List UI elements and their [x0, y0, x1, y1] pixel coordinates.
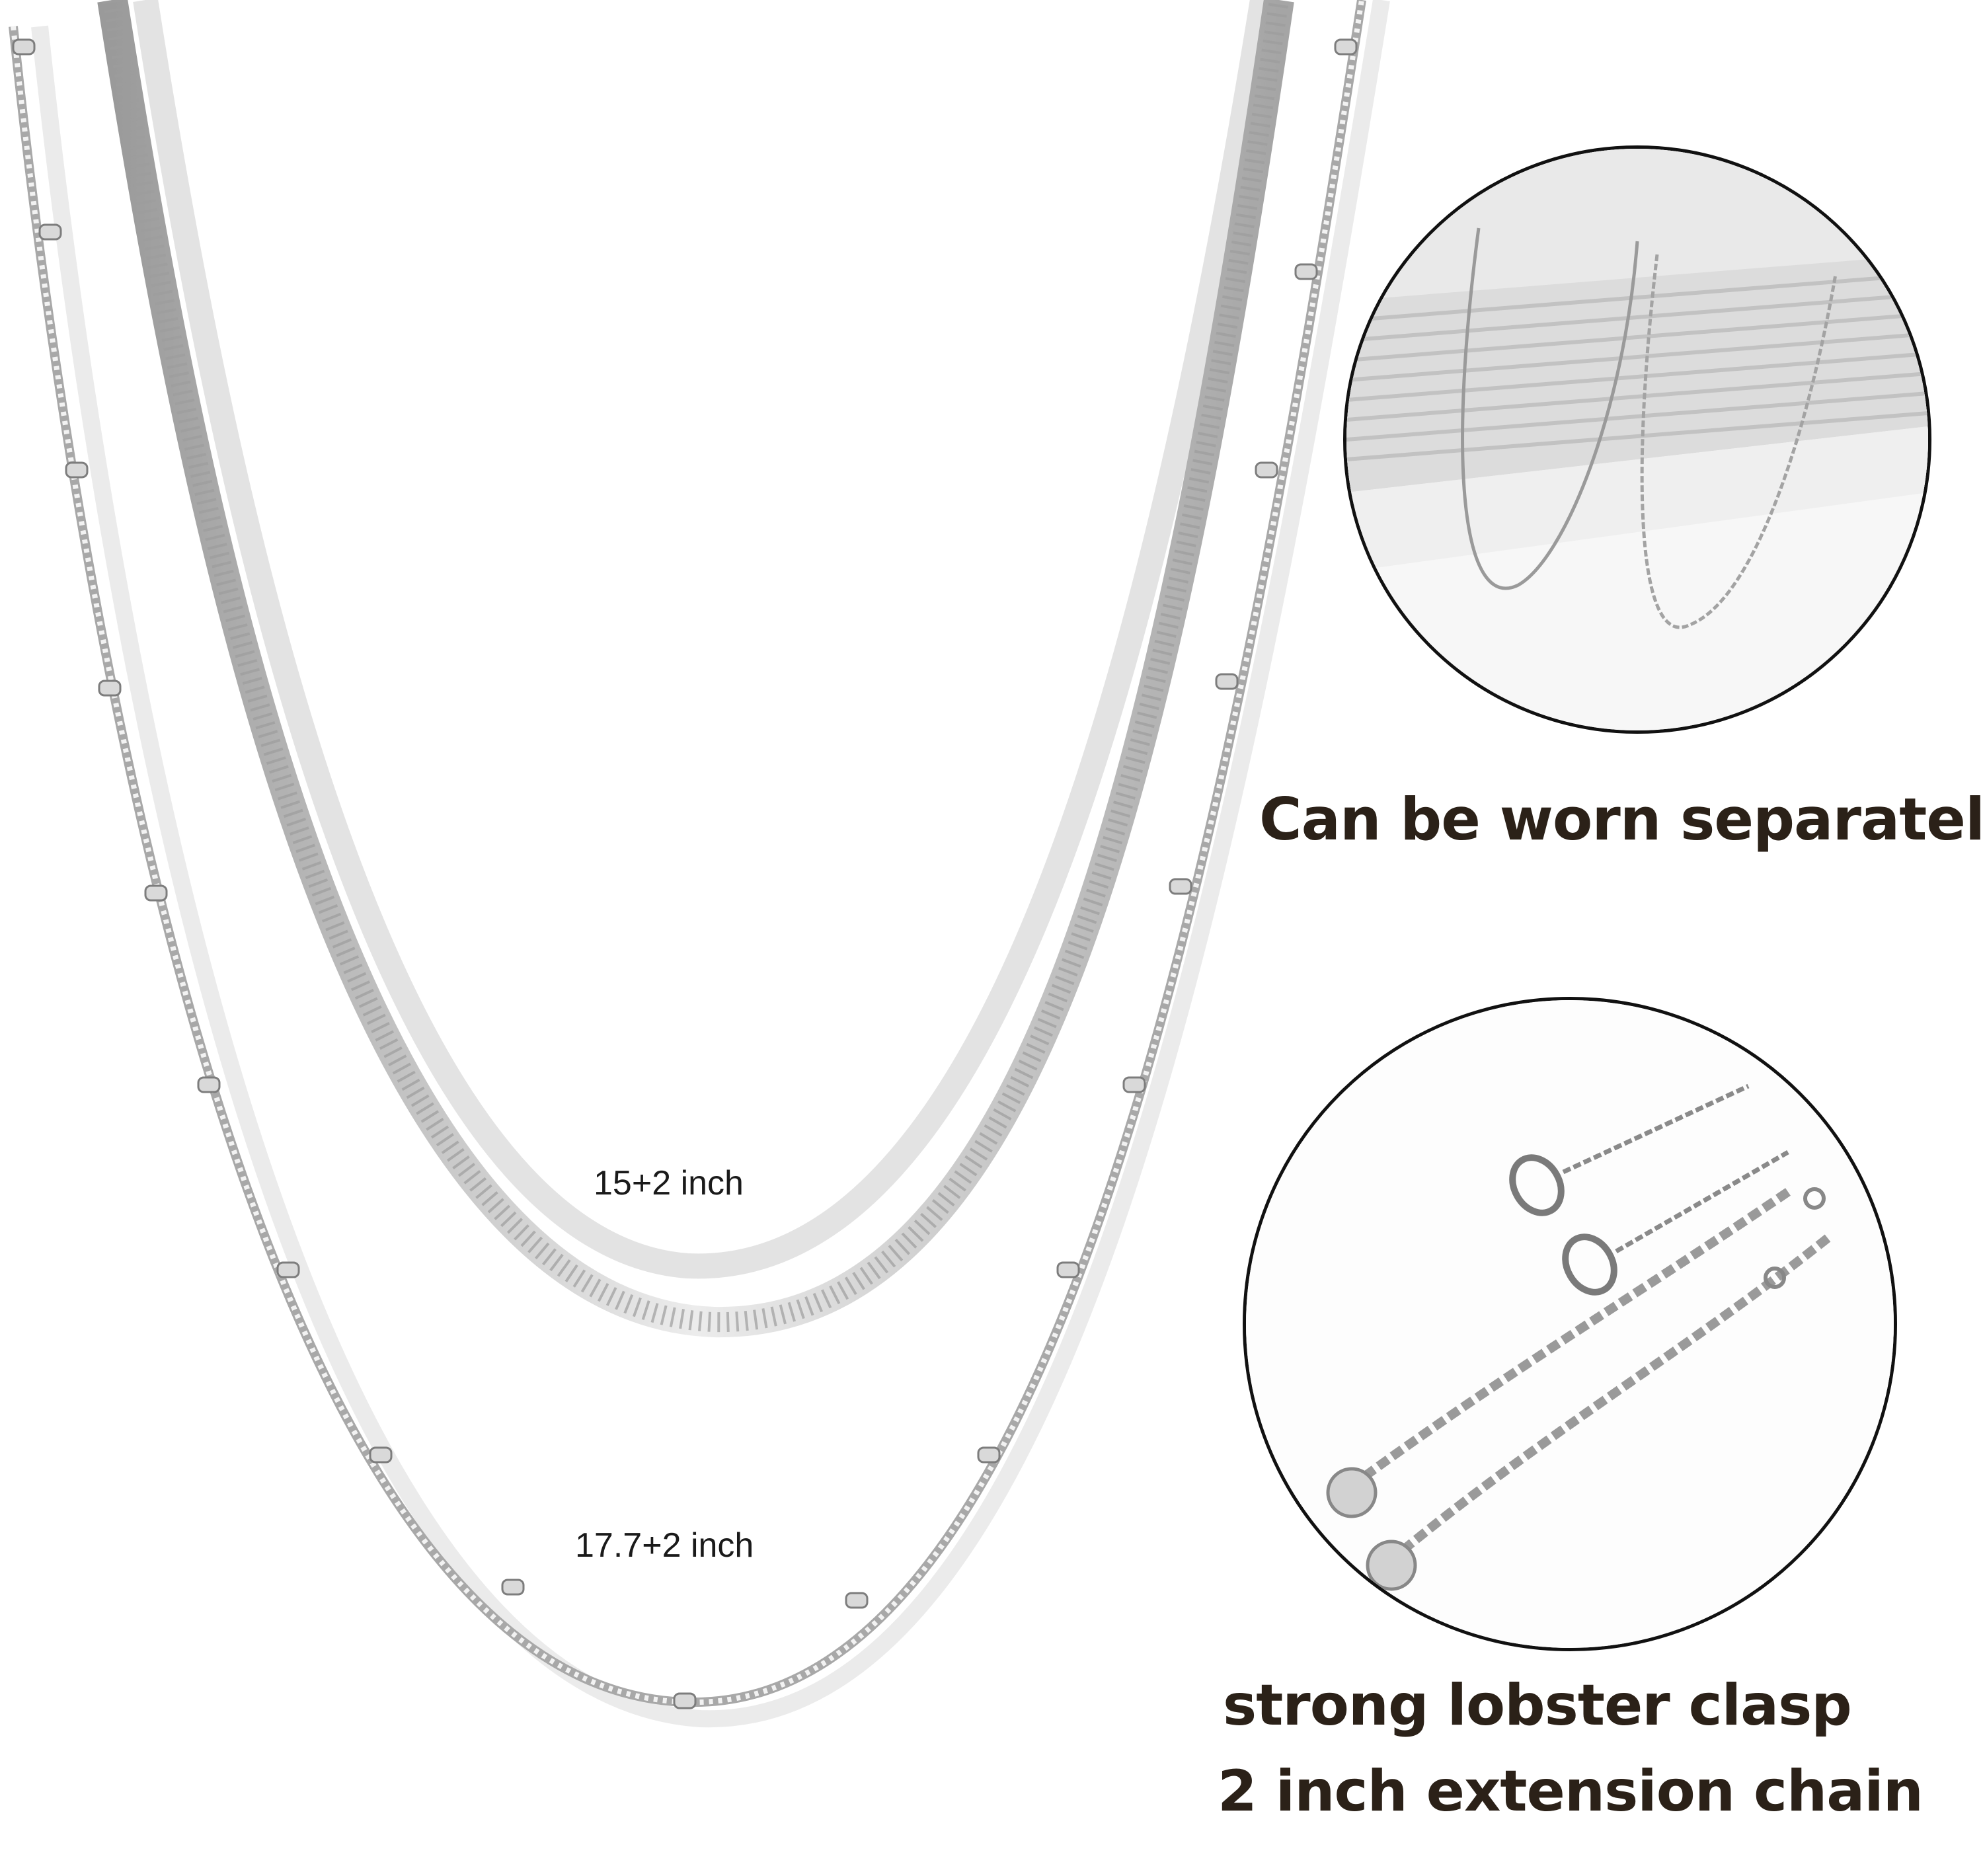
satellite-bead-chain	[9, 0, 1366, 1707]
ribbed-stand	[1346, 254, 1928, 572]
hanging-satellite-chain	[1640, 254, 1838, 629]
clasp-caption-line-2: 2 inch extension chain	[1218, 1758, 1924, 1824]
worn-separately-caption: Can be worn separately	[1259, 785, 1983, 853]
extension-chain-two	[1401, 1234, 1831, 1553]
satellite-chain-links	[11, 0, 1364, 1705]
end-tag-icon	[1366, 1540, 1417, 1591]
herringbone-chain	[97, 0, 1294, 1338]
worn-separately-photo	[1343, 145, 1931, 734]
clasp-and-extension-scene	[1246, 1000, 1894, 1648]
clasp-caption-line-1: strong lobster clasp	[1223, 1672, 1852, 1739]
satellite-chain-shadow	[31, 0, 1390, 1728]
lobster-clasp-icon	[1509, 1154, 1617, 1296]
satellite-beads	[12, 38, 1358, 1709]
long-necklace-length-label: 17.7+2 inch	[575, 1526, 754, 1565]
hanging-snake-chain	[1461, 227, 1639, 590]
hanging-necklaces-scene	[1346, 149, 1928, 730]
extension-chain-one	[1362, 1188, 1791, 1480]
end-tag-icon	[1326, 1467, 1378, 1518]
clasp-closeup-photo	[1243, 997, 1897, 1651]
short-necklace-length-label: 15+2 inch	[594, 1164, 744, 1202]
herringbone-shadow	[133, 0, 1275, 1279]
